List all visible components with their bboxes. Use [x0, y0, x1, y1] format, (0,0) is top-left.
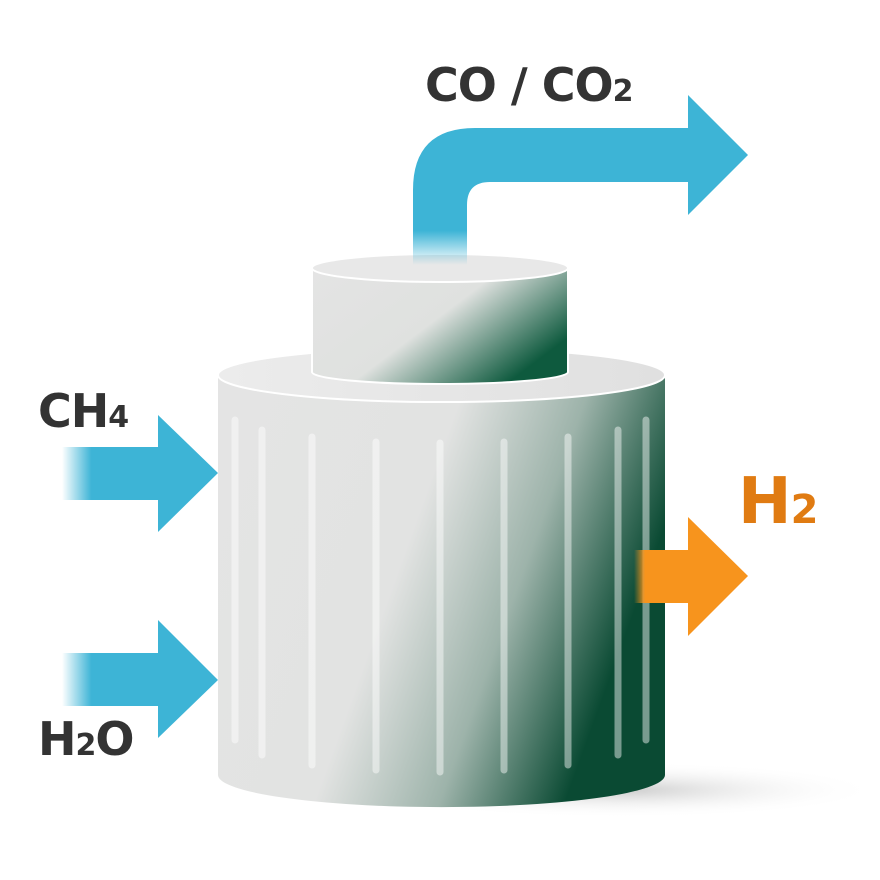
ch4-input-arrow [62, 415, 218, 532]
vessel-ribs [231, 416, 650, 776]
reactor-cap [311, 253, 569, 385]
h2o-input-arrow [62, 620, 218, 738]
h2-output-arrow [634, 517, 748, 636]
reactor-vessel [217, 347, 666, 808]
co-co2-label: CO / CO2 [425, 58, 633, 112]
ch4-label: CH4 [38, 384, 129, 438]
co-co2-output-arrow [413, 95, 748, 265]
h2-label: H2 [738, 465, 818, 539]
h2o-label: H2O [38, 712, 134, 766]
